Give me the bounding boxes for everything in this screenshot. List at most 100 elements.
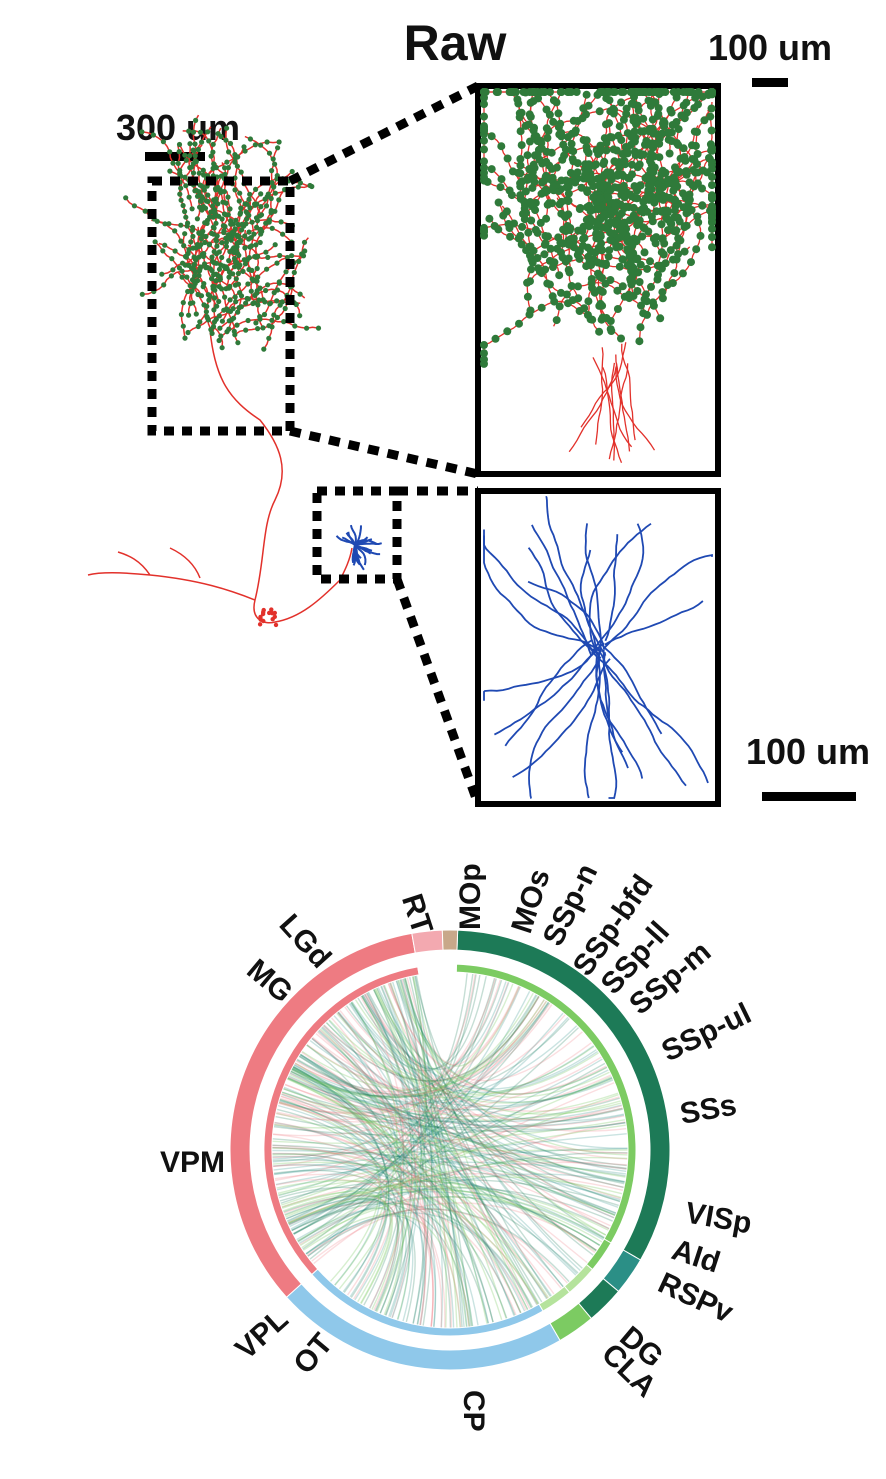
chord-link bbox=[278, 1186, 416, 1323]
chord-link bbox=[279, 1097, 628, 1170]
overview-bouton bbox=[178, 185, 184, 191]
chord-link bbox=[398, 979, 628, 1156]
zoom-bouton bbox=[666, 246, 675, 255]
overview-bouton bbox=[212, 295, 218, 301]
zoom-bouton bbox=[529, 123, 538, 132]
chord-link bbox=[280, 1075, 613, 1206]
overview-bouton bbox=[239, 221, 245, 227]
zoom-bouton bbox=[595, 301, 604, 310]
overview-bouton bbox=[209, 254, 215, 260]
overview-bouton bbox=[275, 145, 281, 151]
zoom-bouton bbox=[537, 303, 546, 312]
zoom-bouton bbox=[602, 314, 611, 322]
zoom-dendrite-branch bbox=[483, 535, 603, 653]
overview-bouton bbox=[249, 219, 255, 225]
zoom-bouton bbox=[606, 211, 615, 220]
overview-bouton bbox=[195, 323, 201, 330]
zoom-bouton bbox=[604, 193, 613, 202]
chord-link bbox=[292, 1065, 388, 1294]
chord-link bbox=[273, 1133, 628, 1171]
overview-bouton bbox=[213, 213, 219, 219]
chord-link bbox=[293, 981, 510, 1236]
zoom-bouton bbox=[547, 148, 556, 157]
overview-bouton bbox=[186, 128, 192, 134]
chord-link bbox=[272, 1138, 598, 1252]
chord-link bbox=[376, 975, 426, 1313]
overview-bouton bbox=[304, 325, 310, 331]
zoom-bouton bbox=[617, 98, 626, 107]
zoom-bouton bbox=[690, 182, 699, 191]
overview-bouton bbox=[249, 276, 255, 282]
zoom-dendrite-branch bbox=[604, 534, 619, 642]
overview-bouton bbox=[211, 161, 217, 167]
overview-bouton bbox=[206, 297, 212, 303]
chord-link bbox=[305, 1215, 437, 1328]
chord-link bbox=[272, 1161, 597, 1253]
overview-bouton bbox=[178, 222, 184, 228]
overview-axon-branch bbox=[255, 237, 309, 324]
chord-link bbox=[282, 1195, 489, 1325]
zoom-bouton bbox=[573, 159, 582, 168]
chord-link bbox=[350, 1001, 405, 1306]
zoom-bouton bbox=[547, 164, 556, 173]
overview-bouton bbox=[255, 302, 261, 308]
overview-bouton bbox=[177, 191, 183, 197]
chord-link bbox=[296, 1017, 571, 1097]
overview-bouton bbox=[251, 231, 257, 237]
zoom-bouton bbox=[672, 139, 681, 147]
overview-bouton bbox=[245, 317, 251, 324]
zoom-bouton bbox=[496, 183, 505, 192]
overview-bouton bbox=[178, 311, 184, 318]
chord-link bbox=[289, 1072, 623, 1123]
chord-link bbox=[366, 991, 416, 1318]
chord-link bbox=[273, 1124, 617, 1215]
scale-bar-zoom-bottom-label: 100 um bbox=[746, 731, 870, 772]
overview-dendrite-branch bbox=[354, 544, 367, 566]
overview-bouton bbox=[225, 212, 231, 218]
chord-link bbox=[281, 1172, 624, 1208]
chord-link bbox=[383, 984, 529, 1311]
overview-bouton bbox=[214, 243, 220, 249]
overview-axon-branch bbox=[177, 271, 224, 348]
overview-bouton bbox=[230, 306, 236, 312]
zoom-bouton bbox=[564, 254, 573, 263]
zoom-bouton bbox=[657, 129, 666, 138]
chord-link bbox=[292, 1066, 503, 1321]
overview-bouton bbox=[237, 211, 243, 217]
chord-link bbox=[285, 1197, 400, 1313]
zoom-bouton bbox=[550, 258, 559, 267]
overview-bouton bbox=[236, 264, 242, 270]
zoom-dendrite-branch bbox=[483, 647, 600, 701]
overview-bouton bbox=[219, 240, 225, 246]
zoom-bouton bbox=[619, 172, 628, 180]
overview-bouton bbox=[289, 168, 295, 175]
chord-link bbox=[388, 982, 565, 1288]
chord-link bbox=[363, 993, 515, 1317]
zoom-bouton bbox=[588, 217, 597, 225]
overview-bouton bbox=[235, 340, 241, 346]
chord-link bbox=[414, 975, 606, 1239]
zoom-bouton bbox=[661, 192, 670, 201]
overview-bouton bbox=[235, 270, 241, 277]
chord-link bbox=[272, 1159, 579, 1274]
zoom-bouton bbox=[629, 116, 638, 125]
overview-bouton bbox=[206, 138, 212, 144]
chord-link bbox=[274, 998, 546, 1182]
zoom-bouton bbox=[632, 88, 641, 96]
chord-link bbox=[272, 1155, 414, 1322]
overview-bouton bbox=[260, 297, 266, 303]
zoom-bouton bbox=[561, 227, 570, 236]
chord-link bbox=[280, 1002, 551, 1110]
zoom-bouton bbox=[558, 253, 567, 262]
scale-bar-zoom-top-label: 100 um bbox=[708, 27, 832, 68]
zoom-bouton bbox=[523, 278, 532, 287]
zoom-bouton bbox=[528, 258, 537, 267]
overview-bouton bbox=[197, 182, 203, 188]
overview-bouton bbox=[301, 239, 308, 245]
zoom-bouton bbox=[584, 160, 593, 169]
overview-bouton bbox=[219, 318, 225, 324]
zoom-bouton bbox=[575, 205, 584, 213]
zoom-bouton bbox=[690, 104, 699, 112]
zoom-bouton bbox=[545, 280, 554, 289]
chord-link bbox=[312, 1121, 626, 1265]
